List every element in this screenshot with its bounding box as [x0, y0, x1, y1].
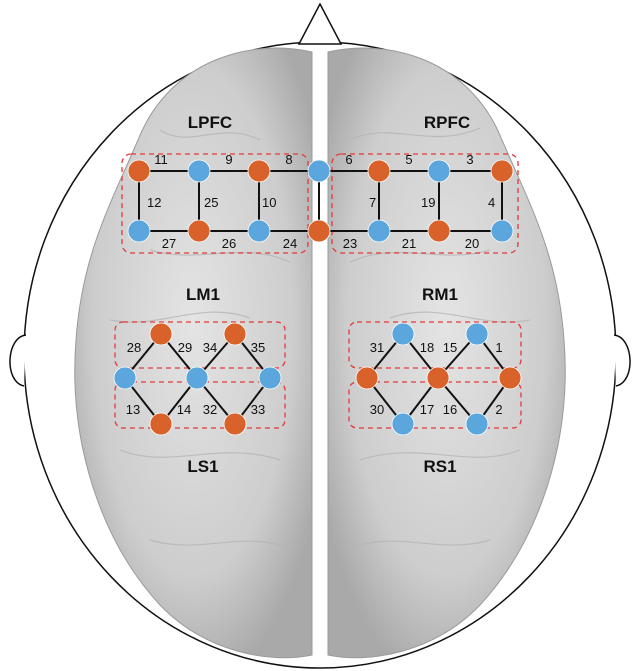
channel-label: 33 — [251, 402, 265, 417]
channel-label: 27 — [162, 236, 176, 251]
source-optode — [367, 159, 391, 183]
channel-label: 16 — [443, 402, 457, 417]
source-optode — [187, 219, 211, 243]
channel-label: 25 — [204, 195, 218, 210]
brain — [74, 47, 566, 659]
detector-optode — [307, 159, 331, 183]
source-optode — [490, 159, 514, 183]
channel-label: 12 — [147, 195, 161, 210]
channel-label: 1 — [495, 340, 502, 355]
region-label-lm1: LM1 — [186, 285, 220, 304]
channel-label: 10 — [262, 195, 276, 210]
optodes — [113, 159, 522, 436]
box-lm1 — [114, 321, 286, 369]
detector-optode — [113, 366, 137, 390]
channel-label: 30 — [370, 402, 384, 417]
channel-label: 20 — [465, 236, 479, 251]
channel-label: 4 — [488, 195, 495, 210]
left-hemisphere — [74, 47, 313, 659]
detector-optode — [391, 412, 415, 436]
channel-label: 31 — [370, 340, 384, 355]
box-rs1 — [348, 381, 522, 429]
region-label-rm1: RM1 — [422, 285, 458, 304]
region-label-ls1: LS1 — [187, 457, 218, 476]
channel-label: 8 — [285, 152, 292, 167]
detector-optode — [465, 322, 489, 346]
channel-label: 26 — [222, 236, 236, 251]
channel-label: 32 — [203, 402, 217, 417]
source-optode — [427, 219, 451, 243]
detector-optode — [127, 219, 151, 243]
channel-label: 11 — [154, 152, 168, 167]
channel-label: 34 — [203, 340, 217, 355]
source-optode — [149, 412, 173, 436]
channel-label: 24 — [283, 236, 297, 251]
detector-optode — [185, 366, 209, 390]
region-label-lpfc: LPFC — [188, 113, 232, 132]
channel-label: 15 — [443, 340, 457, 355]
detector-optode — [465, 412, 489, 436]
channel-label: 2 — [495, 402, 502, 417]
channel-label: 35 — [251, 340, 265, 355]
detector-optode — [247, 219, 271, 243]
channel-label: 7 — [369, 195, 376, 210]
brain-sulci — [109, 127, 531, 549]
region-label-rs1: RS1 — [423, 457, 456, 476]
detector-optode — [187, 159, 211, 183]
detector-optode — [367, 219, 391, 243]
channel-label: 5 — [405, 152, 412, 167]
channel-label: 21 — [402, 236, 416, 251]
channel-labels: 11 9 8 6 5 3 12 25 10 7 19 4 27 26 24 23… — [126, 152, 503, 417]
right-ear — [613, 334, 631, 387]
channel-label: 28 — [127, 340, 141, 355]
region-label-rpfc: RPFC — [424, 113, 470, 132]
source-optode — [247, 159, 271, 183]
source-optode — [223, 412, 247, 436]
source-optode — [355, 366, 379, 390]
channel-label: 19 — [421, 195, 435, 210]
channel-label: 3 — [466, 152, 473, 167]
detector-optode — [258, 366, 282, 390]
source-optode — [127, 159, 151, 183]
left-ear — [9, 334, 27, 387]
channel-label: 18 — [420, 340, 434, 355]
detector-optode — [490, 219, 514, 243]
source-optode — [307, 219, 331, 243]
detector-optode — [427, 159, 451, 183]
source-optode — [149, 322, 173, 346]
channel-label: 17 — [420, 402, 434, 417]
channel-label: 14 — [177, 402, 191, 417]
right-hemisphere — [327, 47, 566, 659]
box-lpfc — [121, 153, 309, 254]
source-optode — [223, 322, 247, 346]
channel-label: 6 — [345, 152, 352, 167]
channel-label: 23 — [343, 236, 357, 251]
channel-label: 9 — [225, 152, 232, 167]
region-labels: LPFC RPFC LM1 RM1 LS1 RS1 — [186, 113, 470, 476]
box-rpfc — [331, 153, 519, 254]
channel-label: 29 — [178, 340, 192, 355]
detector-optode — [391, 322, 415, 346]
channel-label: 13 — [126, 402, 140, 417]
source-optode — [498, 366, 522, 390]
nose-triangle — [297, 2, 343, 45]
source-optode — [426, 366, 450, 390]
